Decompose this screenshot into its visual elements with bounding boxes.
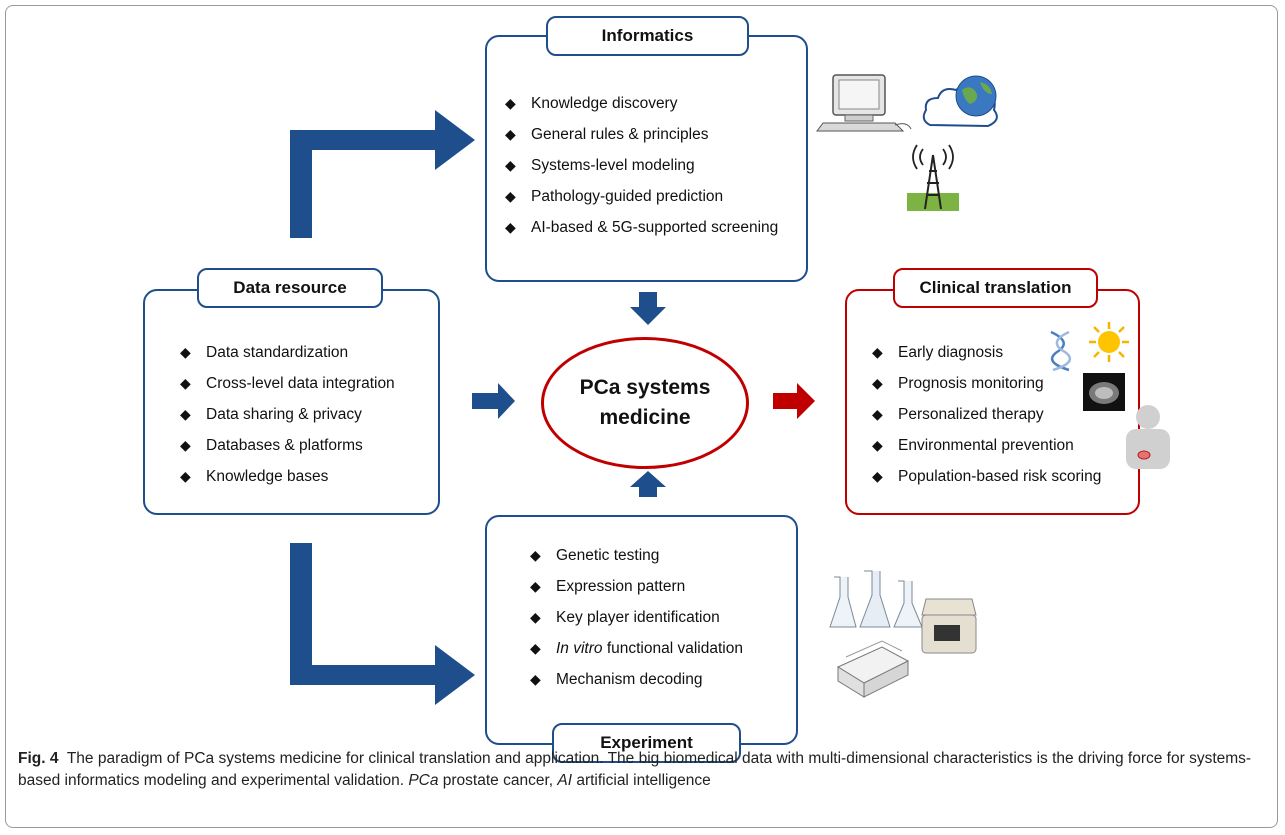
list-item: ◆General rules & principles	[505, 126, 709, 143]
list-item: ◆Expression pattern	[530, 578, 686, 595]
list-item: ◆AI-based & 5G-supported screening	[505, 219, 779, 236]
experiment-box	[485, 515, 798, 745]
arrow-to-informatics	[290, 110, 475, 238]
list-item: ◆Personalized therapy	[872, 406, 1044, 423]
signal-tower-icon	[907, 144, 959, 211]
list-item: ◆Key player identification	[530, 609, 720, 626]
cloud-globe-icon	[922, 75, 998, 128]
list-item: ◆Early diagnosis	[872, 344, 1004, 361]
list-item: ◆Systems-level modeling	[505, 157, 695, 174]
list-item: ◆Data standardization	[180, 344, 349, 361]
list-item: ◆Population-based risk scoring	[872, 468, 1102, 485]
list-item: ◆Cross-level data integration	[180, 375, 395, 392]
arrow-experiment-up	[630, 471, 666, 497]
informatics-list: ◆Knowledge discovery ◆General rules & pr…	[505, 88, 778, 243]
sun-icon	[1089, 322, 1129, 362]
center-line-2: medicine	[599, 406, 691, 429]
pcr-machine-icon	[921, 598, 977, 654]
list-item: ◆Genetic testing	[530, 547, 660, 564]
caption-label: Fig. 4	[18, 750, 59, 767]
lab-flask-icon	[829, 570, 923, 628]
clinical-list: ◆Early diagnosis ◆Prognosis monitoring ◆…	[872, 337, 1101, 492]
data-resource-title: Data resource	[197, 268, 383, 308]
list-item: ◆Knowledge bases	[180, 468, 329, 485]
arrow-to-experiment	[290, 543, 475, 705]
list-item: ◆Prognosis monitoring	[872, 375, 1044, 392]
arrow-informatics-down	[630, 292, 666, 325]
arrow-data-right	[472, 383, 515, 419]
data-resource-box	[143, 289, 440, 515]
arrow-clinical-right	[773, 383, 815, 419]
list-item: ◆Pathology-guided prediction	[505, 188, 724, 205]
sample-rack-icon	[836, 640, 910, 698]
ct-scan-icon	[1083, 373, 1125, 411]
person-icon	[1126, 405, 1170, 469]
list-item: ◆Environmental prevention	[872, 437, 1074, 454]
informatics-title: Informatics	[546, 16, 749, 56]
experiment-list: ◆Genetic testing ◆Expression pattern ◆Ke…	[530, 540, 743, 695]
figure-caption: Fig. 4 The paradigm of PCa systems medic…	[18, 750, 1252, 789]
list-item: ◆In vitro functional validation	[530, 640, 743, 657]
pca-systems-medicine-ellipse: PCa systems medicine	[541, 337, 749, 469]
list-item: ◆Knowledge discovery	[505, 95, 678, 112]
list-item: ◆Mechanism decoding	[530, 671, 703, 688]
computer-icon	[816, 74, 912, 132]
dna-icon	[1050, 330, 1072, 372]
figure-frame	[5, 5, 1278, 828]
clinical-translation-title: Clinical translation	[893, 268, 1098, 308]
center-line-1: PCa systems	[579, 376, 711, 399]
list-item: ◆Databases & platforms	[180, 437, 363, 454]
list-item: ◆Data sharing & privacy	[180, 406, 362, 423]
experiment-title: Experiment	[552, 723, 741, 763]
data-resource-list: ◆Data standardization ◆Cross-level data …	[180, 337, 395, 492]
